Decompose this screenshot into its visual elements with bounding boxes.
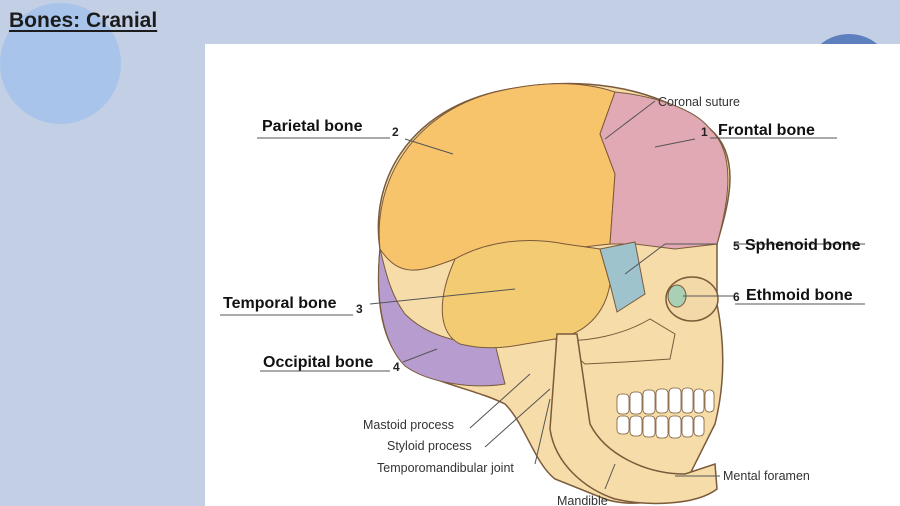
label-occipital-bone: Occipital bone <box>263 354 373 371</box>
leader-lines <box>220 100 865 490</box>
label-temporomandibular-joint: Temporomandibular joint <box>377 461 514 475</box>
number-5: 5 <box>733 239 740 253</box>
number-1: 1 <box>701 125 708 139</box>
label-mastoid-process: Mastoid process <box>363 418 454 432</box>
label-temporal-bone: Temporal bone <box>223 295 337 312</box>
slide-title: Bones: Cranial <box>9 9 158 32</box>
diagram-panel: Parietal bone 2 1 Frontal bone Temporal … <box>205 44 900 506</box>
mandible-region <box>549 333 718 505</box>
label-frontal-bone: Frontal bone <box>718 122 815 139</box>
number-3: 3 <box>356 302 363 316</box>
label-styloid-process: Styloid process <box>387 439 472 453</box>
number-6: 6 <box>733 290 740 304</box>
teeth <box>616 387 715 439</box>
frontal-bone-region <box>599 91 729 250</box>
occipital-bone-region <box>378 248 506 387</box>
label-sphenoid-bone: Sphenoid bone <box>745 237 861 254</box>
label-coronal-suture: Coronal suture <box>658 95 740 109</box>
skull-diagram: Parietal bone 2 1 Frontal bone Temporal … <box>220 82 865 506</box>
decorative-circle-left <box>0 3 121 124</box>
number-4: 4 <box>393 360 400 374</box>
number-2: 2 <box>392 125 399 139</box>
label-mandible: Mandible <box>557 494 608 506</box>
label-ethmoid-bone: Ethmoid bone <box>746 287 853 304</box>
sphenoid-bone-region <box>599 241 646 313</box>
parietal-bone-region <box>378 83 616 271</box>
label-parietal-bone: Parietal bone <box>262 118 363 135</box>
label-mental-foramen: Mental foramen <box>723 469 810 483</box>
